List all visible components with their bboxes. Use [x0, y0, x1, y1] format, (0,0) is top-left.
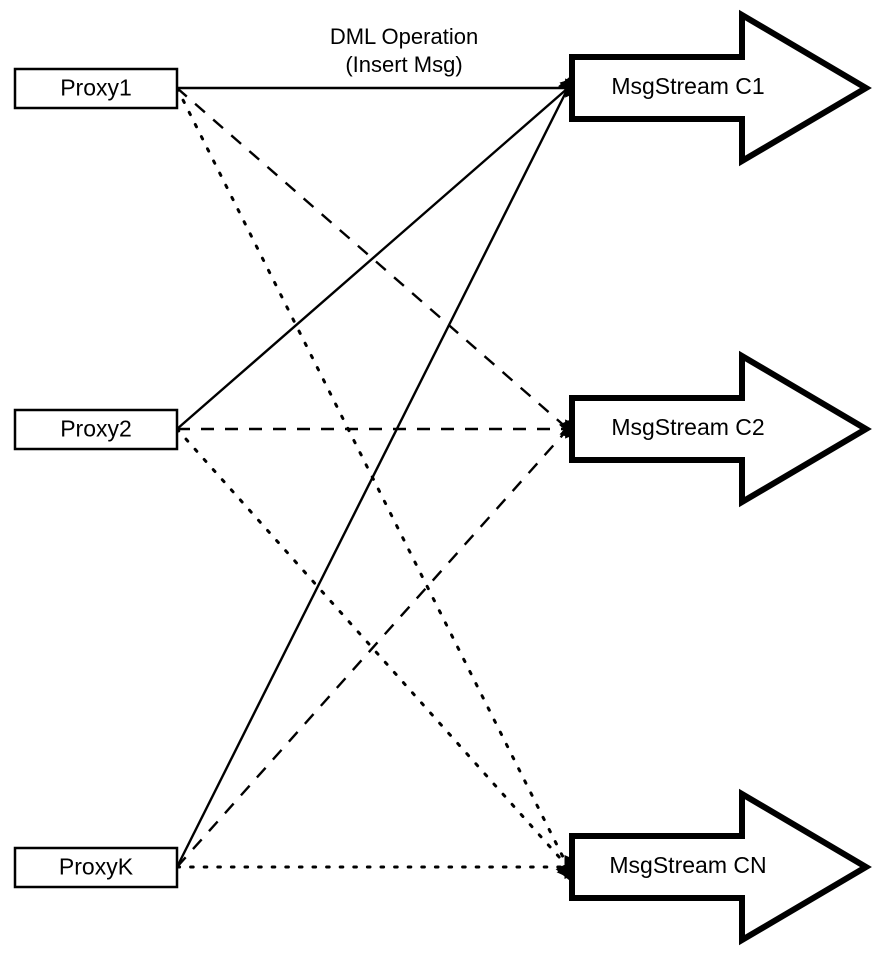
proxy-node-proxy1[interactable]: Proxy1	[13, 67, 179, 110]
proxy-node-proxy2[interactable]: Proxy2	[13, 408, 179, 451]
stream-node-stream_c2[interactable]: MsgStream C2	[569, 350, 872, 508]
stream-arrow-shape	[569, 9, 872, 167]
stream-arrow-shape	[569, 788, 872, 946]
link-proxy2-to-c1[interactable]	[176, 75, 583, 430]
link-layer	[175, 71, 592, 888]
stream-node-stream_c1[interactable]: MsgStream C1	[569, 9, 872, 167]
link-proxy2-to-cn[interactable]	[175, 427, 584, 885]
proxy-box	[13, 846, 179, 889]
link-line-dashed	[176, 415, 581, 868]
proxy-box	[13, 67, 179, 110]
proxy-label: ProxyK	[59, 854, 134, 880]
proxy-box	[13, 408, 179, 451]
link-proxyK-to-c2[interactable]	[176, 415, 581, 868]
link-line-solid	[175, 71, 577, 868]
proxy-label: Proxy2	[60, 416, 132, 442]
dml-operation-label: DML Operation (Insert Msg)	[330, 24, 478, 77]
dml-operation-label-line1: DML Operation	[330, 24, 478, 49]
stream-arrow-shape	[569, 350, 872, 508]
stream-node-stream_cn[interactable]: MsgStream CN	[569, 788, 872, 946]
link-line-dotted	[175, 427, 584, 885]
stream-label: MsgStream C2	[611, 414, 764, 440]
proxy-label: Proxy1	[60, 75, 132, 101]
link-proxy1-to-c2[interactable]	[176, 87, 583, 442]
link-line-dashed	[176, 87, 583, 442]
dml-operation-label-line2: (Insert Msg)	[345, 52, 462, 77]
link-line-solid	[176, 75, 583, 430]
stream-label: MsgStream CN	[609, 852, 766, 878]
link-proxyK-to-c1[interactable]	[175, 71, 577, 868]
stream-label: MsgStream C1	[611, 73, 764, 99]
stream-layer: MsgStream C1 MsgStream C2 MsgStream CN	[569, 9, 872, 946]
proxy-node-proxyK[interactable]: ProxyK	[13, 846, 179, 889]
